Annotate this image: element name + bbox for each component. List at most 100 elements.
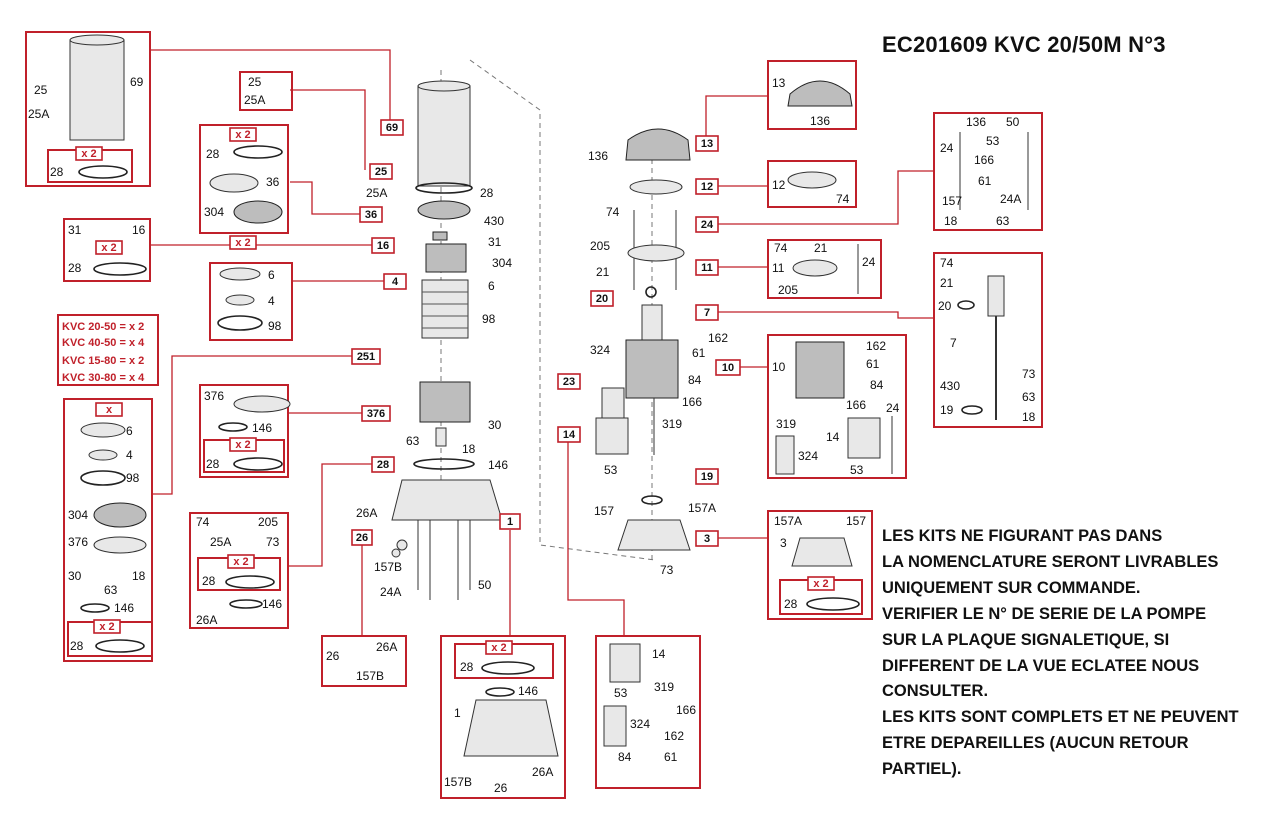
part-label: 26A — [532, 765, 553, 779]
part-label: 63 — [406, 434, 420, 448]
kit-tag-3: 3 — [704, 533, 710, 545]
part-label: 61 — [664, 750, 678, 764]
sleeve-part — [417, 85, 471, 187]
part-label: 63 — [996, 214, 1010, 228]
base-part — [391, 479, 503, 521]
part-label: 28 — [206, 147, 220, 161]
part-label: 53 — [850, 463, 864, 477]
pump-assembly-left — [391, 80, 503, 600]
part-label: 25 — [34, 83, 48, 97]
part-label: 36 — [266, 175, 280, 189]
kit-box-4 — [209, 262, 293, 341]
fan-part — [629, 179, 683, 195]
kit-tag-251: 251 — [357, 351, 375, 363]
kit-box-69 — [25, 31, 151, 187]
part-label: 26A — [376, 640, 397, 654]
part-label: 162 — [708, 331, 728, 345]
kit-tag-19: 19 — [701, 471, 713, 483]
variants-box — [57, 314, 159, 386]
kit-tag-20: 20 — [596, 293, 608, 305]
part-label: 61 — [866, 357, 880, 371]
part-label: 14 — [826, 430, 840, 444]
part-label: 28 — [50, 165, 64, 179]
kit-tag-13: 13 — [701, 138, 713, 150]
part-label: 28 — [460, 660, 474, 674]
part-label: 324 — [630, 717, 650, 731]
part-label: 1 — [454, 706, 461, 720]
part-label: 162 — [866, 339, 886, 353]
kit-tag-7: 7 — [704, 307, 710, 319]
part-label: 146 — [488, 458, 508, 472]
part-label: 319 — [662, 417, 682, 431]
part-label: 84 — [618, 750, 632, 764]
part-label: 157A — [774, 514, 802, 528]
part-label: 157A — [688, 501, 716, 515]
kit-tag-4: 4 — [392, 276, 399, 288]
qty-tag-251-oring: x 2 — [99, 621, 114, 633]
part-label: 18 — [462, 442, 476, 456]
part-label: 136 — [966, 115, 986, 129]
part-label: 6 — [126, 424, 133, 438]
kit-boxes — [25, 31, 1043, 799]
part-labels: 25 25A 69 28 25 25A 28 36 304 31 16 28 6… — [28, 75, 1036, 795]
kit-tag-14: 14 — [563, 429, 576, 441]
part-label: 304 — [68, 508, 88, 522]
note-line: DIFFERENT DE LA VUE ECLATEE NOUS — [882, 656, 1200, 675]
part-label: 376 — [204, 389, 224, 403]
variant-line: KVC 30-80 = x 4 — [62, 372, 145, 384]
terminal-cover-part — [595, 417, 629, 455]
part-label: 7 — [950, 336, 957, 350]
part-label: 24A — [1000, 192, 1021, 206]
kit-box-25 — [239, 71, 293, 111]
kit-box-26 — [321, 635, 407, 687]
qty-tag-376: x 2 — [235, 439, 250, 451]
kit-tag-12: 12 — [701, 181, 713, 193]
part-label: 30 — [68, 569, 82, 583]
part-label: 146 — [262, 597, 282, 611]
part-label: 53 — [986, 134, 1000, 148]
part-label: 376 — [68, 535, 88, 549]
part-label: 26 — [494, 781, 508, 795]
kit-tag-376: 376 — [367, 408, 385, 420]
kit-tag-1: 1 — [507, 516, 513, 528]
part-label: 74 — [940, 256, 954, 270]
kit-tags: 69 25 36 16 4 251 376 28 26 1 13 12 24 1… — [351, 119, 741, 547]
note-line: LA NOMENCLATURE SERONT LIVRABLES — [882, 552, 1219, 571]
part-label: 430 — [484, 214, 504, 228]
part-label: 4 — [268, 294, 275, 308]
part-label: 14 — [652, 647, 666, 661]
part-label: 157 — [846, 514, 866, 528]
part-label: 31 — [68, 223, 82, 237]
part-label: 324 — [798, 449, 818, 463]
part-label: 324 — [590, 343, 610, 357]
part-label: 28 — [784, 597, 798, 611]
part-label: 74 — [774, 241, 788, 255]
part-label: 28 — [202, 574, 216, 588]
rotor-part — [641, 304, 663, 342]
part-label: 166 — [676, 703, 696, 717]
diffuser-part — [425, 243, 467, 273]
kit-box-12 — [767, 160, 857, 208]
part-label: 146 — [518, 684, 538, 698]
part-label: 25A — [28, 107, 49, 121]
part-label: 28 — [68, 261, 82, 275]
part-label: 53 — [614, 686, 628, 700]
part-label: 74 — [196, 515, 210, 529]
part-label: 98 — [268, 319, 282, 333]
part-label: 24A — [380, 585, 401, 599]
note-line: SUR LA PLAQUE SIGNALETIQUE, SI — [882, 630, 1170, 649]
part-label: 28 — [480, 186, 494, 200]
part-label: 25A — [366, 186, 387, 200]
part-label: 26A — [196, 613, 217, 627]
part-label: 25A — [244, 93, 265, 107]
part-label: 74 — [836, 192, 850, 206]
part-label: 16 — [132, 223, 146, 237]
part-label: 304 — [204, 205, 224, 219]
qty-tag-28: x 2 — [233, 556, 248, 568]
kit-box-14 — [595, 635, 701, 789]
qty-tag-3: x 2 — [813, 578, 828, 590]
top-cover-part — [417, 200, 471, 220]
note-line: PARTIEL). — [882, 760, 962, 779]
page-title: EC201609 KVC 20/50M N°3 — [882, 32, 1166, 57]
